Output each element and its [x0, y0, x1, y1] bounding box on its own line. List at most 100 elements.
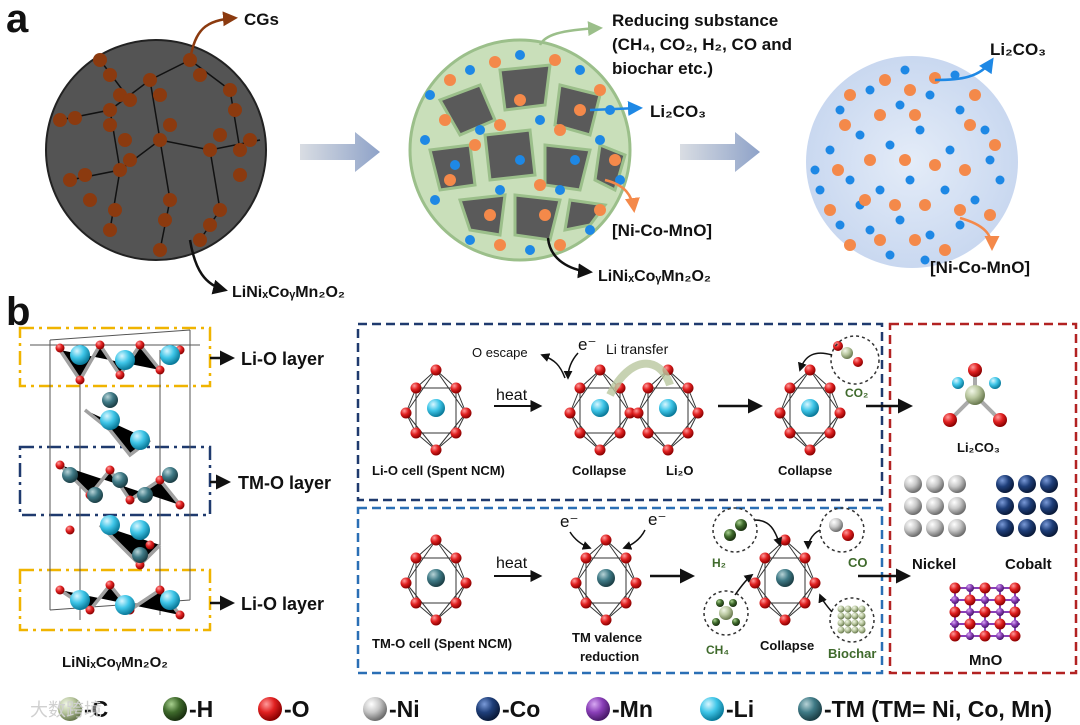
- reacting-particle: [408, 38, 632, 262]
- tm-atom: [162, 467, 178, 483]
- nickel-label: Nickel: [912, 556, 956, 573]
- tm-dot: [929, 72, 941, 84]
- oxygen-atom: [135, 340, 145, 350]
- oxygen-atom: [834, 407, 846, 419]
- cg-dot: [223, 83, 237, 97]
- ch4-label: CH₄: [706, 643, 729, 657]
- ch4-arrow: [734, 573, 754, 596]
- tm-atom: [137, 487, 153, 503]
- oxygen-atom: [692, 407, 704, 419]
- top-electron-arrow: [563, 352, 579, 380]
- co2-arrow: [798, 352, 833, 372]
- li2o-label: Li₂O: [666, 463, 693, 478]
- oxygen-atom: [460, 407, 472, 419]
- legend-label: -O: [284, 696, 310, 722]
- legend-swatch: [258, 697, 282, 721]
- collapse-octahedron-2: [774, 364, 846, 456]
- bottom-e2-arrow: [622, 529, 646, 550]
- o-escape-arrow: [540, 353, 566, 379]
- li2co3-mid-arrow: [589, 100, 643, 116]
- cg-dot: [233, 168, 247, 182]
- legend-label: -H: [189, 696, 213, 722]
- oxygen-atom: [570, 577, 582, 589]
- collapse1-label: Collapse: [572, 463, 626, 478]
- cgs-label: CGs: [244, 10, 279, 29]
- oxygen-atom: [809, 577, 821, 589]
- center-atom: [597, 569, 615, 587]
- tm-atom: [87, 487, 103, 503]
- tmo-octahedron: [400, 534, 472, 626]
- valence-label-1: TM valence: [572, 630, 642, 645]
- oxygen-atom: [175, 610, 185, 620]
- tm-dot: [929, 159, 941, 171]
- tm-dot: [469, 139, 481, 151]
- li-dot: [905, 175, 915, 185]
- oxygen-atom: [759, 597, 771, 609]
- legend-swatch: [476, 697, 500, 721]
- element-legend: -C-H-O-Ni-Co-Mn-Li-TM (TM= Ni, Co, Mn): [58, 696, 1052, 722]
- co-ring: [819, 507, 865, 553]
- li2co3-mid-label: Li₂CO₃: [650, 102, 706, 121]
- li-dot: [525, 245, 535, 255]
- li2co3-right-label: Li₂CO₃: [990, 40, 1046, 59]
- nicomno-right-arrow: [959, 216, 1000, 251]
- li-dot: [940, 185, 950, 195]
- h2-ring: [712, 507, 758, 553]
- lio-bottom-label: Li-O layer: [241, 594, 324, 614]
- tm-atom: [112, 472, 128, 488]
- oxygen-atom: [779, 534, 791, 546]
- tm-dot: [839, 119, 851, 131]
- bottom-collapse-label: Collapse: [760, 638, 814, 653]
- watermark: 大数跨境: [30, 700, 102, 720]
- tm-dot: [489, 56, 501, 68]
- tm-dot: [494, 119, 506, 131]
- oxygen-atom: [600, 614, 612, 626]
- li2o-octahedron: [632, 364, 704, 456]
- tm-dot: [609, 154, 621, 166]
- oxygen-atom: [55, 460, 65, 470]
- nickel-lattice: [904, 475, 966, 537]
- tm-dot: [989, 139, 1001, 151]
- cg-dot: [68, 111, 82, 125]
- spent-ncm-particle: [45, 39, 267, 261]
- li-dot: [915, 125, 925, 135]
- o-escape-label: O escape: [472, 345, 528, 360]
- li-dot: [895, 215, 905, 225]
- biochar-particle: [837, 605, 866, 634]
- collapse2-label: Collapse: [778, 463, 832, 478]
- li-dot: [515, 50, 525, 60]
- process-arrow-1: [300, 132, 380, 172]
- li-dot: [865, 225, 875, 235]
- oxygen-atom: [65, 525, 75, 535]
- bottom-e1-label: e⁻: [560, 512, 578, 531]
- cg-dot: [93, 53, 107, 67]
- oxygen-atom: [155, 365, 165, 375]
- tm-dot: [909, 234, 921, 246]
- cg-dot: [153, 88, 167, 102]
- oxygen-atom: [55, 343, 65, 353]
- biochar-label: Biochar: [828, 646, 876, 661]
- cg-dot: [53, 113, 67, 127]
- oxygen-atom: [105, 580, 115, 590]
- li-dot: [835, 220, 845, 230]
- cg-dot: [103, 223, 117, 237]
- tm-dot: [439, 114, 451, 126]
- lithium-atom: [130, 430, 150, 450]
- layered-crystal-structure: [18, 326, 212, 632]
- top-electron-label: e⁻: [578, 335, 596, 354]
- cg-dot: [78, 168, 92, 182]
- li-dot: [495, 185, 505, 195]
- tm-dot: [832, 164, 844, 176]
- legend-swatch: [700, 697, 724, 721]
- li-dot: [865, 85, 875, 95]
- cg-dot: [108, 203, 122, 217]
- lithium-atom: [100, 515, 120, 535]
- mno-lattice: [949, 582, 1021, 642]
- oxygen-atom: [450, 597, 462, 609]
- co2-molecule-ring: [830, 335, 880, 385]
- nicomno-mid-arrow: [604, 178, 640, 213]
- tmo-reaction-box: [356, 506, 884, 675]
- li-dot: [420, 135, 430, 145]
- legend-label: -Ni: [389, 696, 420, 722]
